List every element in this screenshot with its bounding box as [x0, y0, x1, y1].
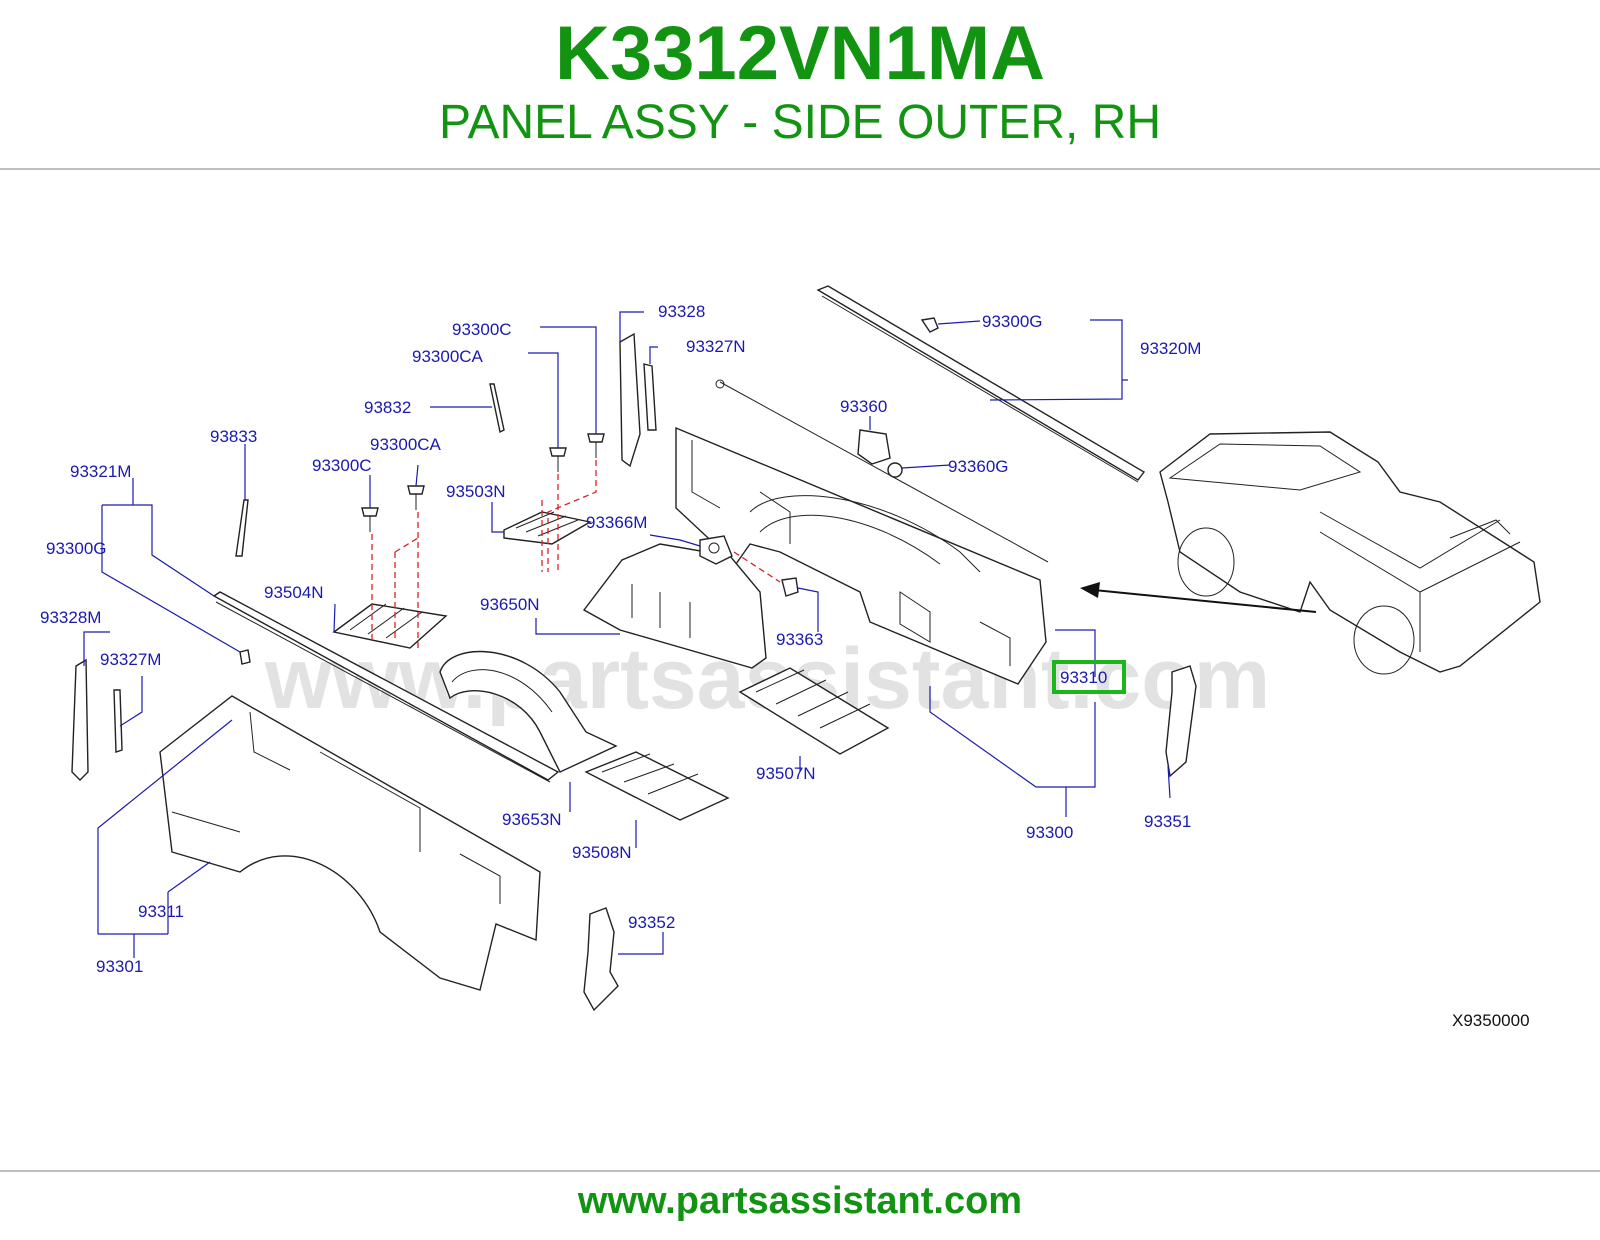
callout-93300c: 93300C — [312, 456, 372, 475]
callout-93300ca: 93300CA — [412, 347, 484, 366]
callout-93360g: 93360G — [948, 457, 1009, 476]
callout-93328m: 93328M — [40, 608, 101, 627]
callout-93360: 93360 — [840, 397, 887, 416]
callout-93327n: 93327N — [686, 337, 746, 356]
clip-part — [920, 317, 939, 333]
fuel-lid-part — [857, 429, 891, 465]
callout-93352: 93352 — [628, 913, 675, 932]
bracket-part — [583, 907, 619, 1012]
assembly-lines — [371, 460, 781, 652]
wheel-arch-part — [439, 650, 618, 773]
callout-93320m: 93320M — [1140, 339, 1201, 358]
bolt-part — [361, 433, 605, 532]
bracket-part — [643, 363, 657, 431]
top-rail-part — [816, 285, 1146, 483]
outer-side-panel-part — [159, 695, 541, 991]
clip-part — [239, 649, 251, 665]
callout-93504n: 93504N — [264, 583, 324, 602]
callout-93507n: 93507N — [756, 764, 816, 783]
header-divider — [0, 168, 1600, 170]
floor-plate-part — [738, 667, 890, 755]
callout-93503n: 93503N — [446, 482, 506, 501]
callout-93328: 93328 — [658, 302, 705, 321]
highlight-box — [1052, 660, 1126, 694]
part-number-title: K3312VN1MA — [555, 11, 1045, 96]
callout-93301: 93301 — [96, 957, 143, 976]
bracket-part — [71, 658, 89, 781]
callout-labels: 93328 93300C 93327N 93300CA 93832 93833 … — [40, 302, 1530, 1030]
part-description: PANEL ASSY - SIDE OUTER, RH — [439, 96, 1161, 149]
callout-93300g: 93300G — [982, 312, 1043, 331]
callout-93832: 93832 — [364, 398, 411, 417]
callout-93300g: 93300G — [46, 539, 107, 558]
bracket-part — [235, 499, 249, 557]
side-rail-part — [212, 591, 560, 783]
floor-plate-part — [503, 511, 592, 545]
bracket-part — [699, 535, 733, 565]
bracket-part — [1165, 665, 1197, 778]
wheel-house-part — [582, 543, 767, 669]
floor-plate-part — [584, 751, 730, 821]
callout-93508n: 93508N — [572, 843, 632, 862]
bracket-part — [489, 383, 505, 434]
grommet-part — [887, 462, 903, 478]
leader-lines — [83, 311, 1171, 958]
diagram-code: X9350000 — [1452, 1011, 1530, 1030]
callout-93311: 93311 — [138, 902, 184, 921]
pointer-arrow — [1080, 582, 1317, 613]
callout-93300ca: 93300CA — [370, 435, 442, 454]
page-header: K3312VN1MA PANEL ASSY - SIDE OUTER, RH — [0, 0, 1600, 170]
parts-diagram: www.partsassistant.com — [0, 172, 1600, 1172]
footer-divider — [0, 1170, 1600, 1172]
callout-93650n: 93650N — [480, 595, 540, 614]
callout-93327m: 93327M — [100, 650, 161, 669]
exploded-view-drawing: www.partsassistant.com — [40, 285, 1541, 1030]
callout-93310-highlighted[interactable]: 93310 — [1060, 668, 1107, 687]
callout-93366m: 93366M — [586, 513, 647, 532]
callout-93833: 93833 — [210, 427, 257, 446]
callout-93300: 93300 — [1026, 823, 1073, 842]
callout-93653n: 93653N — [502, 810, 562, 829]
footer-url[interactable]: www.partsassistant.com — [577, 1180, 1023, 1222]
pickup-truck-illustration — [1159, 431, 1541, 675]
bracket-part — [113, 689, 123, 753]
callout-93300c: 93300C — [452, 320, 512, 339]
clip-part — [781, 577, 799, 597]
callout-93363: 93363 — [776, 630, 823, 649]
bracket-part — [619, 332, 641, 468]
callout-93321m: 93321M — [70, 462, 131, 481]
callout-93351: 93351 — [1144, 812, 1191, 831]
